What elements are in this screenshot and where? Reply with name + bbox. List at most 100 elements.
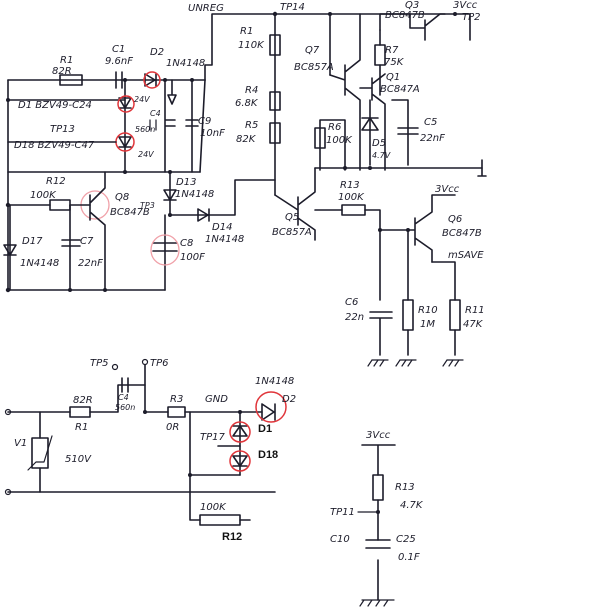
label-c1-val: 9.6nF (105, 56, 133, 67)
label-r7: R7 (385, 45, 399, 56)
label-q1: Q1 (386, 72, 400, 83)
label-q3: Q3 (405, 0, 419, 11)
label-d13-type: 1N4148 (175, 189, 214, 200)
q1-transistor (359, 73, 386, 171)
label-vcc-q6: 3Vcc (435, 184, 460, 195)
label-d2-bottom-type: 1N4148 (255, 376, 294, 387)
label-r-1-val: 110K (238, 40, 265, 51)
q7-transistor (329, 13, 361, 171)
d2-bottom-diode (261, 403, 276, 421)
label-q7-type: BC857A (294, 62, 334, 73)
label-r13-bottom-val: 4.7K (400, 500, 424, 511)
label-c6-val: 22n (345, 312, 364, 323)
q5-transistor (274, 167, 316, 241)
r1-110k-resistor (269, 34, 281, 56)
v1-varistor (31, 437, 49, 469)
label-c5-val: 22nF (420, 133, 445, 144)
label-v1: V1 (14, 438, 27, 449)
label-r-1: R1 (240, 26, 253, 37)
label-q6-type: BC847B (442, 228, 482, 239)
label-c9-val: 10nF (200, 128, 225, 139)
label-c4-bottom: C4 (118, 393, 129, 402)
label-q8: Q8 (115, 192, 129, 203)
label-d18: D18 BZV49-C47 (14, 140, 95, 151)
q3-transistor (379, 13, 456, 41)
label-d5: D5 (372, 138, 386, 149)
label-q3-type: BC847B (385, 10, 425, 21)
label-d1-v: 24V (134, 95, 150, 104)
label-d17: D17 (22, 236, 43, 247)
label-tp5: TP5 (90, 358, 109, 369)
label-unreg: UNREG (188, 3, 224, 14)
c25-capacitor (365, 539, 391, 549)
label-q7: Q7 (305, 45, 320, 56)
label-q5: Q5 (285, 212, 299, 223)
label-r10-val: 1M (420, 319, 435, 330)
label-d18-v: 24V (138, 150, 154, 159)
c4-bottom-capacitor (121, 377, 129, 393)
q8-transistor (89, 171, 106, 291)
c8-highlight (150, 234, 180, 266)
label-c5: C5 (424, 117, 437, 128)
r12-resistor (49, 199, 71, 211)
label-r3-val: 0R (166, 422, 179, 433)
label-r13-bottom: R13 (395, 482, 415, 493)
label-tp2: TP2 (462, 12, 481, 23)
label-r13-val: 100K (338, 192, 365, 203)
label-q8-type: BC847B (110, 207, 150, 218)
c1-capacitor (115, 71, 123, 89)
label-c6: C6 (345, 297, 358, 308)
d14-diode (197, 208, 210, 222)
label-c9: C9 (198, 116, 211, 127)
label-vcc-bottom: 3Vcc (366, 430, 391, 441)
d1-bottom-zener (232, 425, 248, 437)
d2-highlight (143, 71, 161, 89)
d17-diode (3, 244, 17, 256)
label-tp14: TP14 (280, 2, 305, 13)
label-msave: mSAVE (448, 250, 484, 261)
c4-capacitor (149, 119, 157, 131)
d1-bottom-highlight (229, 421, 251, 443)
label-r12-bottom: R12 (222, 531, 242, 543)
label-r6-val: 100K (326, 135, 353, 146)
label-r5: R5 (245, 120, 258, 131)
label-d2-type: 1N4148 (166, 58, 205, 69)
label-r11: R11 (465, 305, 485, 316)
label-r1-val: 82R (52, 66, 72, 77)
label-d5-val: 4.7V (372, 151, 391, 160)
bottom-right-circuit (357, 444, 396, 607)
label-r12-bottom-val: 100K (200, 502, 227, 513)
label-r4: R4 (245, 85, 258, 96)
top-left-circuit (3, 13, 276, 293)
r12-bottom-resistor (199, 514, 241, 526)
c9-capacitor (185, 79, 199, 173)
label-d2-bottom: D2 (282, 394, 296, 405)
label-v1-val: 510V (65, 454, 92, 465)
label-d1-bottom: D1 (258, 423, 272, 435)
label-r6: R6 (328, 122, 341, 133)
label-c8: C8 (180, 238, 193, 249)
label-r10: R10 (418, 305, 438, 316)
label-d14: D14 (212, 222, 232, 233)
d13-diode (163, 189, 177, 201)
c5-capacitor (391, 99, 419, 166)
label-c7: C7 (80, 236, 94, 247)
d1-zener (118, 97, 132, 109)
r1-resistor (59, 74, 83, 86)
label-r1: R1 (60, 55, 73, 66)
label-c10: C10 (330, 534, 350, 545)
label-tp3: TP3 (140, 201, 155, 210)
label-r1-bottom: R1 (75, 422, 88, 433)
label-r11-val: 47K (463, 319, 484, 330)
label-tp6: TP6 (150, 358, 169, 369)
label-r5-val: 82K (236, 134, 257, 145)
label-d14-type: 1N4148 (205, 234, 244, 245)
label-r1-bottom-val: 82R (73, 395, 93, 406)
r4-resistor (269, 91, 281, 111)
r11-resistor (449, 299, 461, 331)
label-r4-val: 6.8K (235, 98, 259, 109)
d1-highlight (117, 95, 135, 113)
label-c1: C1 (112, 44, 125, 55)
c7-capacitor (61, 204, 81, 291)
